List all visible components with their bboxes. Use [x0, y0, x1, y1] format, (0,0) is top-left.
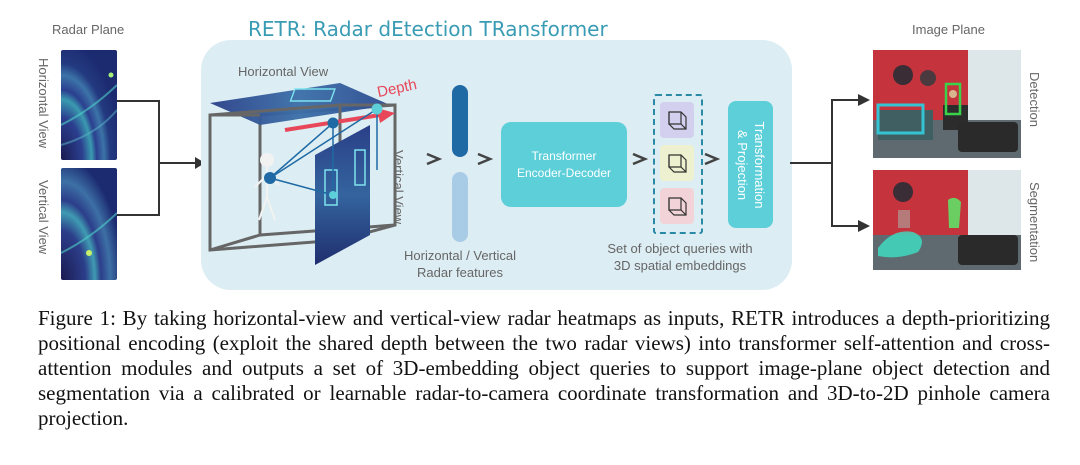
cube-horizontal-view-label: Horizontal View [238, 64, 329, 79]
cube-vertical-view-label: Vertical View [391, 150, 406, 225]
transformation-label-line1: Transformation [751, 121, 767, 208]
transformer-label-line2: Encoder-Decoder [516, 165, 612, 180]
figure-caption: Figure 1: By taking horizontal-view and … [38, 306, 1050, 430]
segmentation-label: Segmentation [1027, 182, 1042, 263]
radar-features-label-line1: Horizontal / Vertical [404, 248, 516, 263]
cube-query-icon [668, 111, 687, 216]
arrow-right-icon [632, 152, 649, 166]
transformation-projection-box: Transformation & Projection [728, 101, 773, 228]
transformer-label-line1: Transformer [531, 148, 597, 163]
detection-image [873, 50, 1021, 158]
radar-features-label: Horizontal / Vertical Radar features [385, 247, 535, 281]
arrow-right-icon [426, 152, 443, 166]
arrow-right-icon [477, 152, 494, 166]
radar-features-label-line2: Radar features [417, 265, 503, 280]
transformation-label-line2: & Projection [734, 129, 750, 200]
vertical-radar-feature [452, 172, 468, 242]
object-queries-group [653, 94, 703, 234]
radar-input-connector [117, 100, 205, 216]
vertical-radar-heatmap [61, 168, 117, 280]
object-queries-label: Set of object queries with 3D spatial em… [595, 240, 765, 274]
detection-label: Detection [1027, 72, 1042, 127]
horizontal-radar-heatmap [61, 50, 117, 160]
object-queries-label-line1: Set of object queries with [607, 241, 753, 256]
object-queries-label-line2: 3D spatial embeddings [613, 258, 747, 273]
radar-cube-scene [208, 83, 397, 265]
transformer-encoder-decoder-box: Transformer Encoder-Decoder [501, 122, 627, 207]
output-connector [790, 94, 870, 232]
diagram-title: RETR: Radar dEtection TRansformer [248, 17, 608, 41]
transformation-projection-label: Transformation & Projection [734, 121, 768, 208]
radar-plane-label: Radar Plane [52, 22, 125, 37]
radar-horizontal-view-label: Horizontal View [36, 58, 51, 149]
arrow-right-icon [704, 152, 721, 166]
radar-vertical-view-label: Vertical View [36, 180, 51, 255]
segmentation-image [873, 170, 1021, 270]
object-query-cubes [660, 102, 694, 224]
horizontal-radar-feature [452, 85, 468, 157]
image-plane-label: Image Plane [912, 22, 985, 37]
